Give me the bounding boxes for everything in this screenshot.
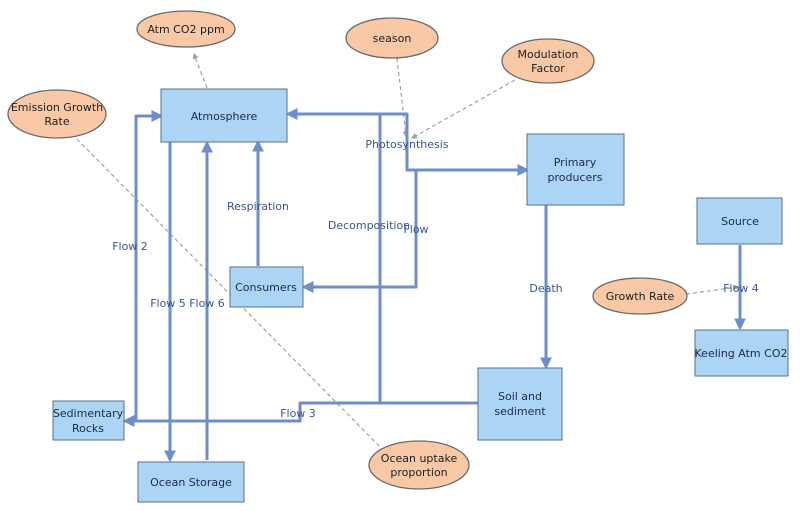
- stock-label: Soil and: [498, 390, 542, 403]
- flow-2: [125, 110, 164, 423]
- stock-primary-producers[interactable]: Primary producers: [526, 133, 625, 206]
- variable-atm-co2-ppm[interactable]: Atm CO2 ppm: [136, 10, 236, 48]
- flow-3: [122, 401, 478, 427]
- flow-producers-to-consumers: [301, 168, 527, 293]
- variable-modulation-factor[interactable]: Modulation Factor: [501, 38, 595, 84]
- link-season-to-photosynthesis: [396, 57, 409, 138]
- stock-keeling-atm-co2[interactable]: Keeling Atm CO2: [694, 329, 789, 377]
- variable-label: Emission Growth: [11, 101, 103, 114]
- flow-label-flow-3: Flow 3: [280, 407, 316, 420]
- stock-label: Consumers: [235, 281, 297, 294]
- stock-atmosphere[interactable]: Atmosphere: [160, 88, 288, 143]
- variable-emission-growth-rate[interactable]: Emission Growth Rate: [7, 89, 107, 139]
- stock-sedimentary-rocks[interactable]: Sedimentary Rocks: [52, 400, 125, 441]
- flow-label-death: Death: [529, 282, 562, 295]
- flow-decomposition: [285, 108, 478, 405]
- stock-label: Primary: [554, 156, 597, 169]
- link-emission-to-ocean-uptake: [71, 133, 386, 453]
- link-atmosphere-to-atm-co2-ppm: [192, 52, 208, 89]
- stock-label: sediment: [494, 405, 546, 418]
- variable-label: proportion: [390, 466, 447, 479]
- stock-consumers[interactable]: Consumers: [229, 266, 304, 308]
- variable-label: Rate: [44, 115, 69, 128]
- variable-season[interactable]: season: [345, 17, 439, 59]
- flow-label-flow-4: Flow 4: [723, 282, 759, 295]
- stock-source[interactable]: Source: [696, 197, 783, 245]
- flow-label-decomposition: Decomposition: [328, 219, 410, 232]
- flow-label-flow-5: Flow 5: [150, 297, 186, 310]
- stock-ocean-storage[interactable]: Ocean Storage: [137, 461, 245, 503]
- variable-label: Growth Rate: [606, 290, 675, 303]
- flow-label-photosynthesis: Photosynthesis: [365, 138, 448, 151]
- stock-soil-sediment[interactable]: Soil and sediment: [477, 367, 563, 441]
- stock-label: Ocean Storage: [150, 476, 232, 489]
- variable-label: Modulation: [517, 48, 578, 61]
- stock-label: Rocks: [72, 422, 104, 435]
- variable-growth-rate[interactable]: Growth Rate: [592, 277, 688, 315]
- stock-label: Source: [721, 215, 759, 228]
- variable-label: Ocean uptake: [381, 452, 458, 465]
- stock-label: Atmosphere: [191, 110, 258, 123]
- flow-label-flow-6: Flow 6: [189, 297, 225, 310]
- flow-label-flow-2: Flow 2: [112, 240, 148, 253]
- flow-label-flow: Flow: [403, 223, 428, 236]
- link-growth-rate-to-flow4: [685, 284, 740, 295]
- stock-label: Keeling Atm CO2: [695, 347, 788, 360]
- variable-label: season: [373, 32, 412, 45]
- variable-label: Factor: [531, 62, 565, 75]
- variable-label: Atm CO2 ppm: [147, 23, 224, 36]
- variable-ocean-uptake-proportion[interactable]: Ocean uptake proportion: [368, 440, 470, 490]
- stock-label: Sedimentary: [53, 407, 124, 420]
- flow-label-respiration: Respiration: [227, 200, 289, 213]
- link-modulation-to-photosynthesis: [410, 79, 516, 139]
- stock-label: producers: [547, 171, 602, 184]
